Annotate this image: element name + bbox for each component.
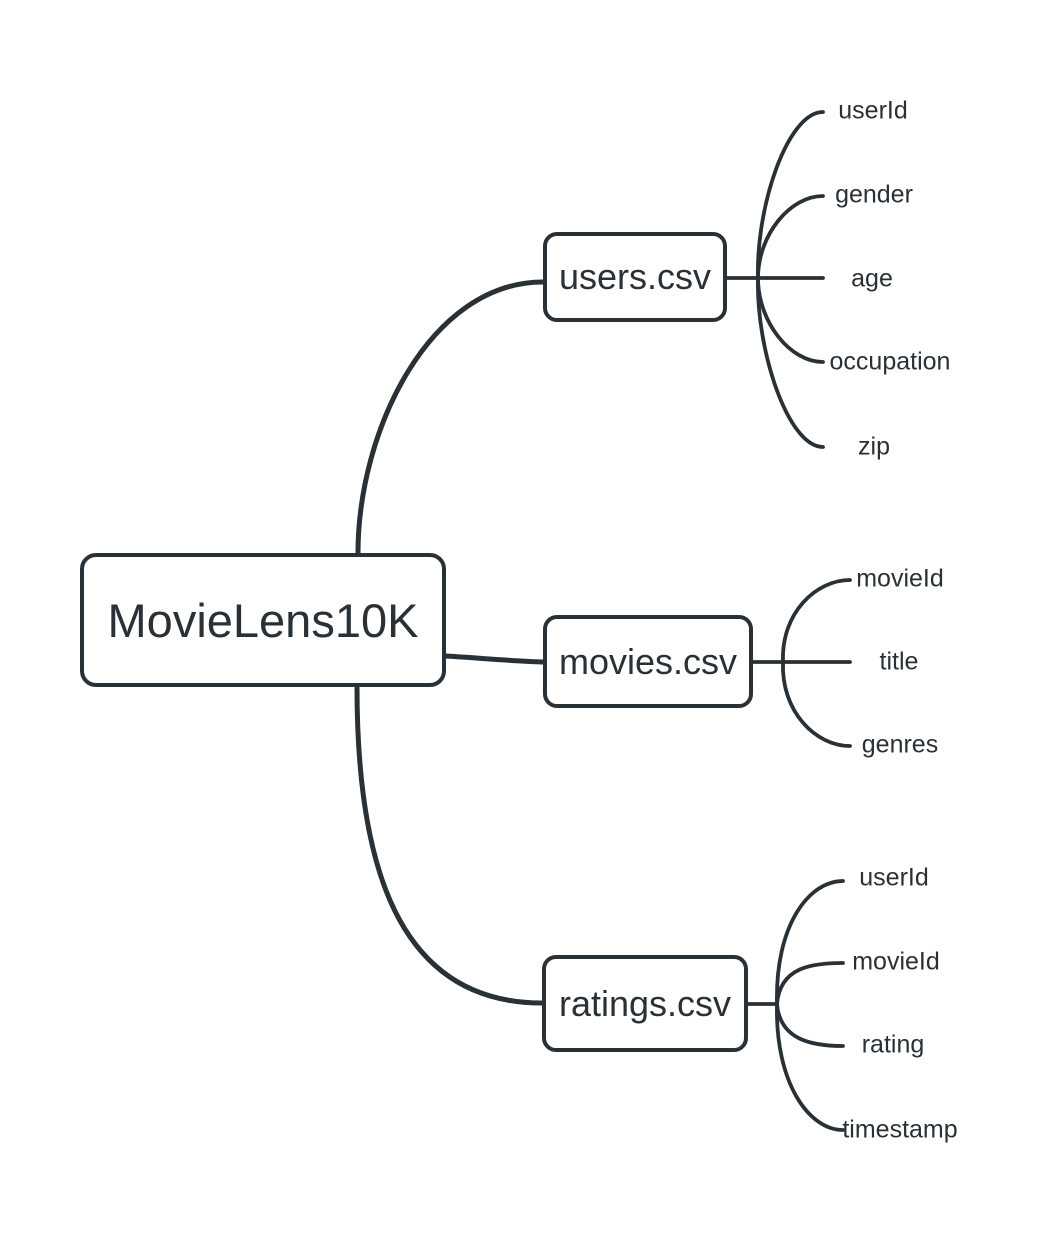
leaf-users-occupation[interactable]: occupation bbox=[829, 347, 951, 376]
edge-users-userid bbox=[756, 110, 825, 280]
leaf-ratings-movieid[interactable]: movieId bbox=[852, 947, 940, 976]
leaf-ratings-userid[interactable]: userId bbox=[859, 863, 929, 892]
edge-root-users bbox=[355, 279, 546, 556]
node-ratings-csv[interactable]: ratings.csv bbox=[542, 955, 748, 1052]
node-users-csv[interactable]: users.csv bbox=[543, 232, 727, 322]
leaf-ratings-timestamp[interactable]: timestamp bbox=[842, 1115, 958, 1144]
leaf-users-userid[interactable]: userId bbox=[838, 96, 908, 125]
edge-ratings-movieid bbox=[775, 961, 845, 1006]
node-movies-csv[interactable]: movies.csv bbox=[543, 615, 753, 708]
edge-ratings-timestamp bbox=[775, 1002, 845, 1132]
edge-root-movies bbox=[443, 653, 546, 665]
edge-users-zip bbox=[756, 276, 825, 449]
leaf-movies-movieid[interactable]: movieId bbox=[856, 564, 944, 593]
leaf-users-gender[interactable]: gender bbox=[835, 180, 913, 209]
edge-root-ratings bbox=[354, 684, 545, 1006]
leaf-movies-title[interactable]: title bbox=[879, 647, 919, 676]
leaf-movies-genres[interactable]: genres bbox=[861, 730, 939, 759]
leaf-ratings-rating[interactable]: rating bbox=[861, 1030, 925, 1059]
edge-users-gender bbox=[756, 194, 825, 280]
edge-ratings-rating bbox=[775, 1002, 845, 1048]
edge-movies-genres bbox=[781, 660, 852, 748]
node-movielens10k[interactable]: MovieLens10K bbox=[80, 553, 446, 687]
leaf-users-age[interactable]: age bbox=[851, 264, 893, 293]
leaf-users-zip[interactable]: zip bbox=[858, 432, 890, 461]
edge-movies-movieid bbox=[781, 578, 852, 664]
edge-ratings-userid bbox=[775, 879, 845, 1006]
edge-users-occupation bbox=[756, 276, 825, 364]
